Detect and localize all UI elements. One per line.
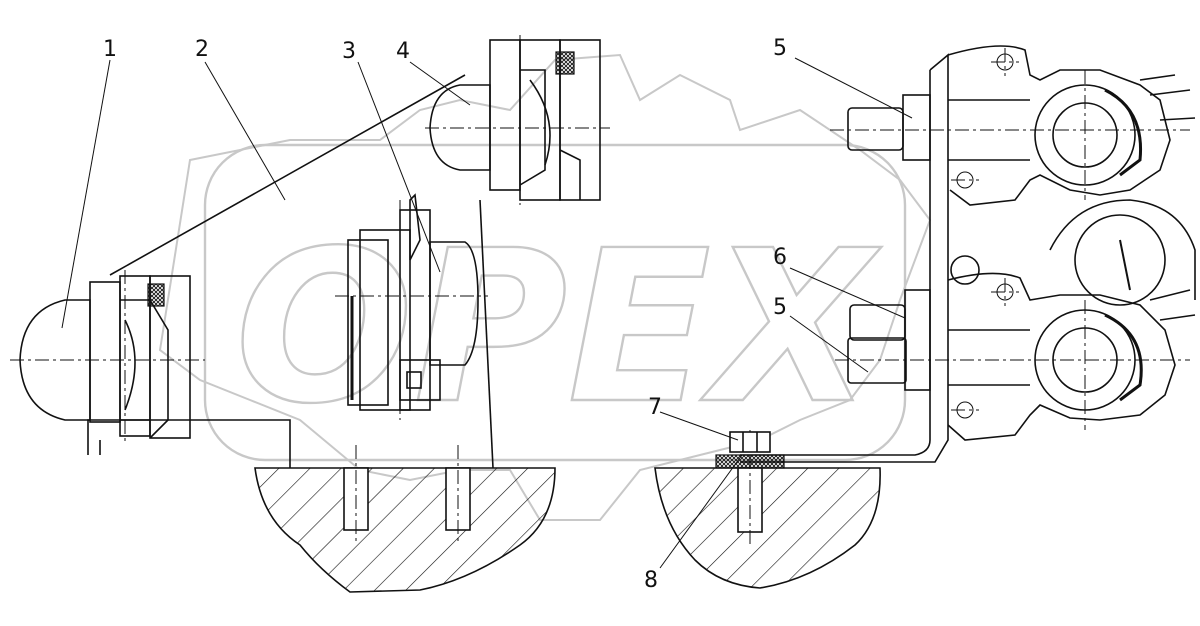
bracket-outline [87,74,494,469]
mounting-plate [740,53,949,463]
bolt-7 [715,431,785,469]
leader-lines [61,57,913,569]
valve-lower [835,199,1196,441]
callouts: 1 2 3 4 5 6 5 7 8 [103,36,787,593]
coupling-head-3 [335,193,488,420]
base-block-left [254,445,556,593]
callout-4: 4 [396,39,410,64]
base-block-right [654,430,881,589]
callout-2: 2 [195,37,209,62]
callout-8: 8 [644,568,658,593]
callout-5-lower: 5 [773,295,787,320]
coupling-head-1 [10,270,205,445]
callout-1: 1 [103,37,117,62]
watermark-text: OPEX [235,205,882,450]
callout-7: 7 [648,395,662,420]
callout-6: 6 [773,245,787,270]
coupling-head-4 [425,35,610,205]
valve-upper [830,45,1196,206]
callout-3: 3 [342,39,356,64]
callout-5-upper: 5 [773,36,787,61]
watermark-logo: OPEX [203,143,907,462]
